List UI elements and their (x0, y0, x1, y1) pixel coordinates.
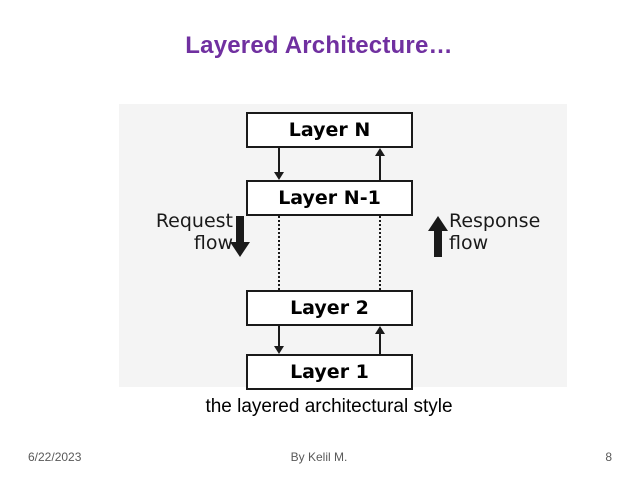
response-flow-line2: flow (449, 232, 489, 255)
figure-caption: the layered architectural style (205, 396, 453, 417)
layered-architecture-figure: Layer N Layer N-1 Layer 2 Layer 1 Reques… (119, 104, 569, 390)
request-flow-label: Request flow (121, 210, 233, 255)
layer-box-n-minus-1: Layer N-1 (246, 180, 413, 216)
layer-box-1: Layer 1 (246, 354, 413, 390)
response-flow-arrow-up-icon (427, 216, 449, 263)
footer-date: 6/22/2023 (28, 450, 82, 464)
request-flow-arrow-down-icon (229, 216, 251, 263)
layer-box-2: Layer 2 (246, 290, 413, 326)
footer-author: By Kelil M. (290, 450, 348, 464)
footer-page-number: 8 (605, 450, 612, 464)
request-flow-line1: Request (155, 210, 233, 232)
dotted-connector-left-icon (278, 216, 280, 290)
slide-footer: 6/22/2023 By Kelil M. 8 (0, 438, 638, 478)
layer-box-n: Layer N (246, 112, 413, 148)
page-title: Layered Architecture… (185, 32, 453, 59)
request-flow-line2: flow (193, 232, 233, 255)
response-flow-line1: Response (449, 210, 541, 232)
response-flow-label: Response flow (449, 210, 569, 255)
dotted-connector-right-icon (379, 216, 381, 290)
